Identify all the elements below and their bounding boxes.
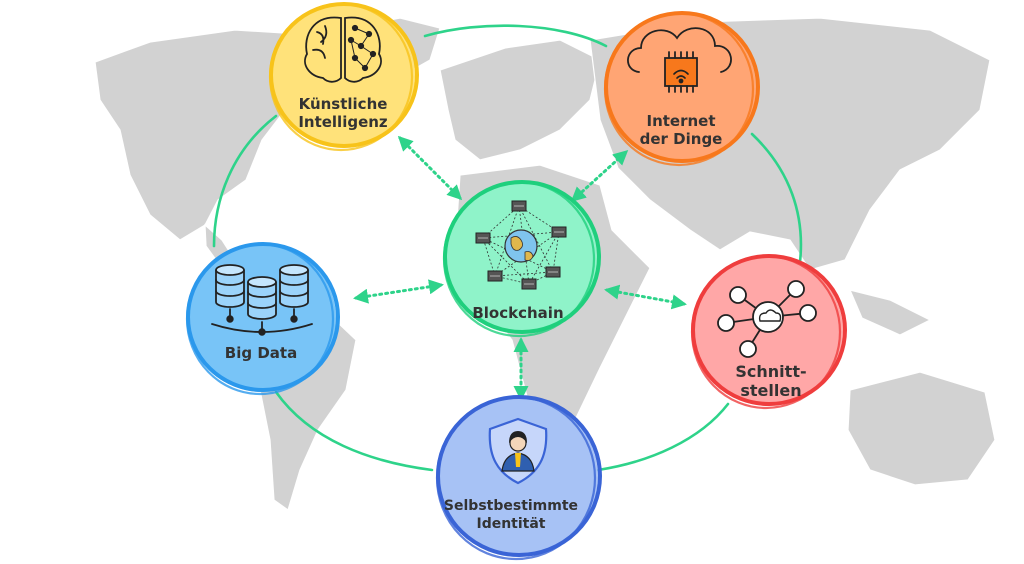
australia-shape: [847, 371, 996, 486]
node-label-bigdata: Big Data: [224, 344, 298, 362]
southeast-asia-shape: [848, 289, 932, 336]
ring-arc-ident-bigdata: [274, 390, 434, 472]
center-label: Blockchain: [472, 304, 564, 322]
arrow-center-bigdata: [353, 279, 444, 304]
blockchain-network-globe-icon: [475, 200, 567, 290]
node-label-ki: Künstliche Intelligenz: [298, 95, 388, 131]
brain-circuit-icon: [304, 16, 382, 83]
node-iot: [603, 11, 760, 167]
arrow-center-schnitt: [604, 284, 687, 310]
node-identitaet: [435, 395, 602, 561]
node-bigdata: [185, 242, 340, 396]
node-label-schnitt: Schnitt- stellen: [735, 362, 807, 400]
node-schnitt: [690, 254, 847, 410]
shield-person-icon: [488, 417, 548, 485]
node-label-iot: Internet der Dinge: [639, 112, 723, 148]
database-cylinders-icon: [211, 264, 313, 336]
ring-arc-ki-iot: [423, 24, 608, 48]
europe-shape: [439, 39, 601, 161]
arrow-center-iot: [570, 149, 629, 203]
node-label-identitaet: Selbstbestimmte Identität: [443, 498, 579, 532]
cloud-chip-wifi-icon: [627, 27, 732, 93]
ring-arc-schnitt-ident: [596, 402, 730, 472]
ring-arc-bigdata-ki: [212, 114, 278, 248]
arrow-center-ki: [397, 135, 463, 201]
node-group: [185, 2, 847, 561]
node-ki: [268, 2, 419, 152]
network-hub-cloud-icon: [717, 280, 817, 358]
ring-arc-iot-schnitt: [750, 132, 803, 264]
outer-ring: [212, 24, 803, 472]
center-node: [442, 180, 601, 338]
arrow-group: [353, 135, 687, 401]
